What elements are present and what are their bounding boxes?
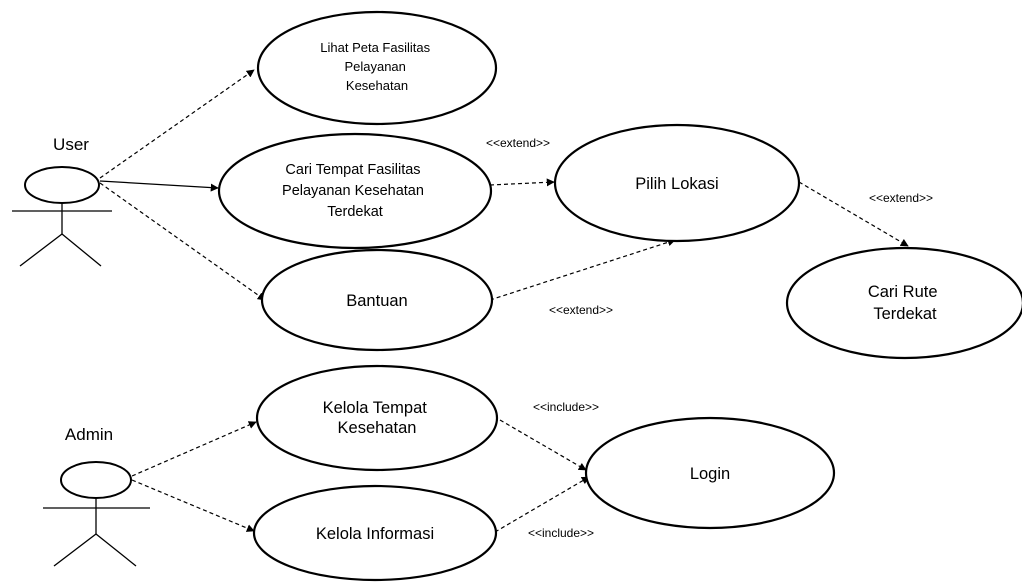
usecase-cari-rute-line2: Terdekat (873, 305, 937, 323)
actor-admin: Admin (43, 425, 150, 567)
usecase-lihat-peta-line1: Lihat Peta Fasilitas (320, 40, 430, 55)
actor-user-label: User (53, 135, 89, 154)
assoc-user-cari-tempat (99, 180, 219, 192)
usecase-cari-tempat-line2: Pelayanan Kesehatan (282, 183, 424, 199)
assoc-user-bantuan (99, 182, 266, 301)
usecase-kelola-tempat-line1: Kelola Tempat (323, 399, 428, 417)
usecase-pilih-lokasi-label: Pilih Lokasi (635, 175, 718, 193)
usecase-cari-tempat: Cari Tempat Fasilitas Pelayanan Kesehata… (217, 132, 493, 250)
stereotype-extend-bantuan-pilih: <<extend>> (549, 303, 613, 317)
actor-admin-label: Admin (65, 425, 113, 444)
assoc-admin-kelola-informasi (131, 479, 255, 532)
actor-admin-head (60, 461, 132, 499)
usecase-kelola-informasi-label: Kelola Informasi (316, 525, 434, 543)
usecase-cari-tempat-line3: Terdekat (327, 204, 383, 220)
stereotype-include-informasi-login: <<include>> (528, 526, 594, 540)
actor-admin-leg-left (53, 533, 97, 567)
usecase-pilih-lokasi: Pilih Lokasi (553, 123, 801, 243)
svg-text:Cari Tempat Fasilitas Pe: Cari Tempat Fasilitas Pelayanan Kesehata… (282, 162, 428, 220)
svg-text:Lihat Peta Fasilitas Pel: Lihat Peta Fasilitas Pelayanan Kesehatan (320, 40, 433, 93)
extend-cari-pilih (489, 178, 555, 187)
usecase-cari-rute-line1: Cari Rute (868, 283, 938, 301)
usecase-bantuan-label: Bantuan (346, 292, 407, 310)
assoc-admin-kelola-tempat (131, 421, 257, 477)
usecase-lihat-peta-line3: Kesehatan (346, 78, 408, 93)
actor-admin-leg-right (95, 533, 137, 567)
usecase-kelola-tempat: Kelola Tempat Kesehatan (255, 364, 499, 472)
usecase-lihat-peta-line2: Pelayanan (344, 59, 405, 74)
stereotype-extend-pilih-rute: <<extend>> (869, 191, 933, 205)
extend-bantuan-pilih (489, 238, 676, 301)
svg-text:Cari Rute Terdekat: Cari Rute Terdekat (868, 283, 942, 323)
usecase-cari-tempat-line1: Cari Tempat Fasilitas (285, 162, 420, 178)
usecase-login: Login (584, 416, 836, 530)
usecase-bantuan: Bantuan (260, 248, 494, 352)
usecase-login-label: Login (690, 465, 730, 483)
include-tempat-login (499, 419, 587, 471)
usecase-cari-rute: Cari Rute Terdekat (785, 246, 1022, 360)
stereotype-extend-cari-pilih: <<extend>> (486, 136, 550, 150)
actor-user-leg-right (61, 233, 102, 267)
extend-pilih-rute (798, 181, 909, 247)
actor-user-leg-left (19, 233, 63, 267)
include-informasi-login (494, 476, 590, 533)
assoc-user-lihat-peta (99, 69, 255, 179)
usecase-lihat-peta: Lihat Peta Fasilitas Pelayanan Kesehatan (256, 10, 498, 126)
svg-text:Kelola Tempat Kesehatan: Kelola Tempat Kesehatan (323, 399, 432, 437)
actor-user-head (24, 166, 100, 204)
stereotype-include-tempat-login: <<include>> (533, 400, 599, 414)
usecase-kelola-informasi: Kelola Informasi (252, 484, 498, 582)
actor-user: User (12, 135, 112, 267)
usecase-kelola-tempat-line2: Kesehatan (338, 419, 417, 437)
